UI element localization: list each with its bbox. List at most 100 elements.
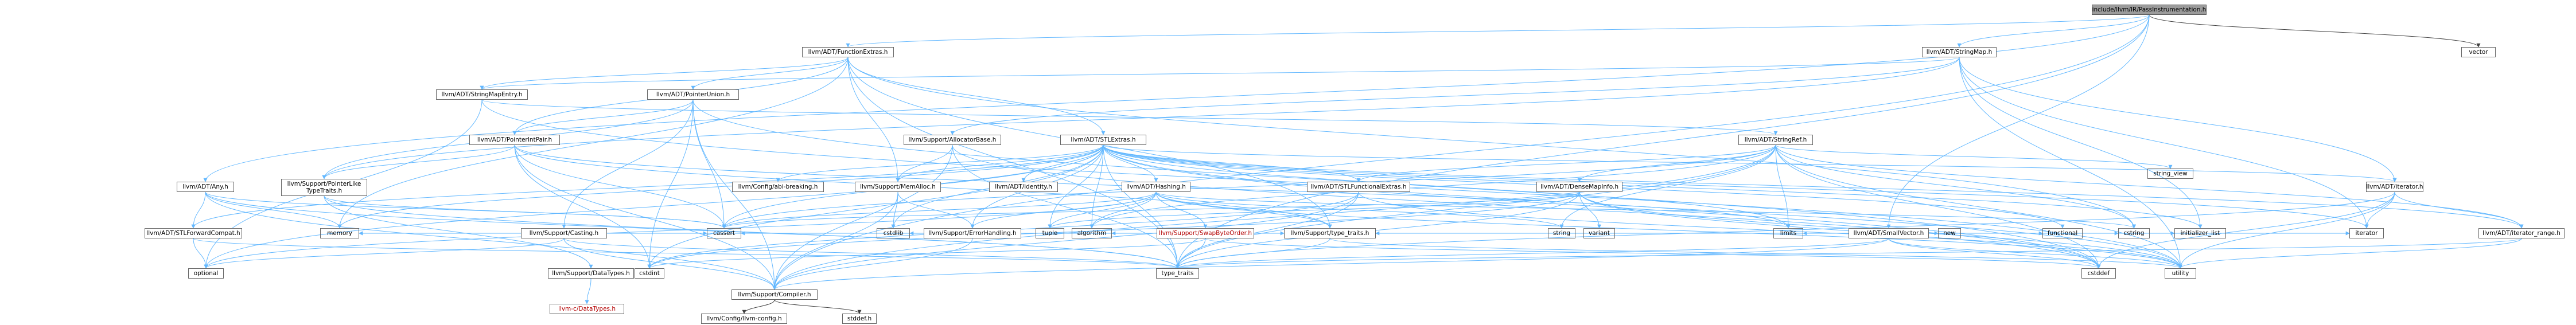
edge-stlextras-to-identity — [1021, 144, 1104, 182]
node-label: llvm/Config/abi-breaking.h — [732, 182, 824, 192]
edge-hashing-to-optional — [204, 191, 1157, 269]
node-label: llvm/Support/type_traits.h — [1284, 228, 1376, 238]
edge-stlextras-to-tuple — [1048, 144, 1104, 229]
edge-stringref-to-limits — [1775, 144, 1791, 229]
node-label: new — [1938, 228, 1961, 238]
edge-swapbyteorder-to-cstddef — [1205, 238, 2101, 269]
node-stddef[interactable]: stddef.h — [842, 314, 877, 324]
edge-stringmap-to-initlist — [1959, 57, 2203, 229]
node-densemapinfo[interactable]: llvm/ADT/DenseMapInfo.h — [1536, 182, 1622, 192]
edge-densemapinfo-to-variant — [1579, 191, 1601, 229]
node-label: string_view — [2147, 169, 2193, 179]
edge-pointerintpair-to-cstdint — [514, 144, 652, 269]
node-cstring[interactable]: cstring — [2118, 228, 2150, 238]
node-stringmap[interactable]: llvm/ADT/StringMap.h — [1922, 47, 1997, 57]
edge-hashing-to-tuple — [1048, 191, 1157, 229]
node-functionextras[interactable]: llvm/ADT/FunctionExtras.h — [802, 47, 894, 57]
edge-stlextras-to-typetraits — [1103, 144, 1180, 269]
node-stlextras[interactable]: llvm/ADT/STLExtras.h — [1060, 135, 1146, 145]
node-typetraits[interactable]: type_traits — [1156, 268, 1199, 279]
node-string[interactable]: string — [1548, 228, 1575, 238]
edge-stringref-to-cstddef — [1775, 144, 2101, 269]
node-cstdlib[interactable]: cstdlib — [877, 228, 910, 238]
edge-anyh-to-memory — [205, 191, 342, 229]
node-cdatatypes[interactable]: llvm-c/DataTypes.h — [550, 304, 624, 314]
edge-densemapinfo-to-cassert — [722, 191, 1580, 229]
node-anyh[interactable]: llvm/ADT/Any.h — [177, 182, 234, 192]
node-pointerintpair[interactable]: llvm/ADT/PointerIntPair.h — [469, 135, 560, 145]
node-allocatorbase[interactable]: llvm/Support/AllocatorBase.h — [904, 135, 1001, 145]
node-stringref[interactable]: llvm/ADT/StringRef.h — [1738, 135, 1813, 145]
edge-stlextras-to-algorithm — [1089, 144, 1104, 229]
node-label: cstdint — [635, 268, 664, 279]
edge-stringmap-to-iterator — [1959, 57, 2369, 229]
node-tuple[interactable]: tuple — [1036, 228, 1064, 238]
node-compiler[interactable]: llvm/Support/Compiler.h — [731, 289, 818, 300]
node-variant[interactable]: variant — [1583, 228, 1615, 238]
edge-stringmap-to-allocatorbase — [950, 57, 1960, 135]
node-llvmconfig[interactable]: llvm/Config/llvm-config.h — [701, 314, 787, 324]
edge-root-to-typetraits — [1176, 14, 2150, 269]
edge-stringmap-to-stringmapentry — [480, 57, 1960, 90]
edge-pointerunion-to-casting — [562, 99, 694, 229]
node-pointerunion[interactable]: llvm/ADT/PointerUnion.h — [647, 89, 739, 100]
edge-stringref-to-stringview — [1775, 144, 2173, 169]
node-limits[interactable]: limits — [1773, 228, 1803, 238]
node-label: include/llvm/IR/PassInstrumentation.h — [2092, 5, 2207, 15]
node-label: llvm/ADT/Hashing.h — [1122, 182, 1190, 192]
edge-root-to-smallvector — [1886, 14, 2150, 229]
node-algorithm[interactable]: algorithm — [1072, 228, 1112, 238]
node-memalloc[interactable]: llvm/Support/MemAlloc.h — [855, 182, 941, 192]
node-stlforward[interactable]: llvm/ADT/STLForwardCompat.h — [145, 228, 242, 238]
node-stringmapentry[interactable]: llvm/ADT/StringMapEntry.h — [436, 89, 528, 100]
node-datatypes[interactable]: llvm/Support/DataTypes.h — [548, 268, 634, 279]
edge-stringmap-to-iteratorh — [1959, 57, 2397, 182]
node-label: cassert — [707, 228, 741, 238]
node-label: llvm/Support/ErrorHandling.h — [924, 228, 1021, 238]
node-label: llvm/ADT/PointerIntPair.h — [469, 135, 560, 145]
edge-hashing-to-string — [1155, 191, 1564, 229]
node-label: algorithm — [1072, 228, 1112, 238]
node-newh[interactable]: new — [1938, 228, 1961, 238]
node-iterator[interactable]: iterator — [2349, 228, 2384, 238]
node-smallvector[interactable]: llvm/ADT/SmallVector.h — [1849, 228, 1929, 238]
node-vector[interactable]: vector — [2461, 47, 2496, 57]
node-stlfunctional[interactable]: llvm/ADT/STLFunctionalExtras.h — [1307, 182, 1410, 192]
node-identity[interactable]: llvm/ADT/identity.h — [989, 182, 1058, 192]
edge-memalloc-to-cstdlib — [891, 191, 898, 229]
edge-iteratorrange-to-typetraits — [1176, 238, 2522, 269]
node-root[interactable]: include/llvm/IR/PassInstrumentation.h — [2092, 5, 2207, 15]
node-pointerlike[interactable]: llvm/Support/PointerLike TypeTraits.h — [281, 179, 367, 196]
node-utility[interactable]: utility — [2165, 268, 2196, 279]
node-initlist[interactable]: initializer_list — [2174, 228, 2226, 238]
node-errorhandling[interactable]: llvm/Support/ErrorHandling.h — [924, 228, 1021, 238]
node-label: llvm/ADT/DenseMapInfo.h — [1536, 182, 1622, 192]
node-label: llvm/ADT/StringRef.h — [1738, 135, 1813, 145]
edge-anyh-to-cassert — [205, 191, 726, 229]
node-hashing[interactable]: llvm/ADT/Hashing.h — [1122, 182, 1190, 192]
edge-functionextras-to-stringmapentry — [480, 57, 849, 90]
edge-pointerunion-to-compiler — [692, 99, 777, 290]
node-label: llvm/ADT/FunctionExtras.h — [802, 47, 894, 57]
node-swapbyteorder[interactable]: llvm/Support/SwapByteOrder.h — [1157, 228, 1254, 238]
edge-memalloc-to-compiler — [772, 191, 898, 290]
node-iteratorh[interactable]: llvm/ADT/iterator.h — [2366, 182, 2423, 192]
edge-iteratorh-to-iteratorrange — [2394, 191, 2524, 229]
node-optional[interactable]: optional — [188, 268, 224, 279]
node-typetraits_llvm[interactable]: llvm/Support/type_traits.h — [1284, 228, 1376, 238]
edge-compiler-to-stddef — [774, 299, 862, 314]
edge-pointerlike-to-cassert — [324, 195, 726, 229]
node-cstddef[interactable]: cstddef — [2081, 268, 2116, 279]
node-cassert[interactable]: cassert — [707, 228, 741, 238]
edge-smallvector-to-compiler — [772, 238, 1889, 290]
node-stringview[interactable]: string_view — [2147, 169, 2193, 179]
edge-typetraits_llvm-to-utility — [1329, 238, 2182, 269]
node-label: llvm/ADT/STLFunctionalExtras.h — [1307, 182, 1410, 192]
node-iteratorrange[interactable]: llvm/ADT/iterator_range.h — [2478, 228, 2565, 238]
node-functional[interactable]: functional — [2042, 228, 2083, 238]
node-cstdint[interactable]: cstdint — [635, 268, 664, 279]
node-casting[interactable]: llvm/Support/Casting.h — [521, 228, 607, 238]
node-memory[interactable]: memory — [320, 228, 359, 238]
node-configabi[interactable]: llvm/Config/abi-breaking.h — [732, 182, 824, 192]
edge-functionextras-to-stlextras — [847, 57, 1106, 135]
